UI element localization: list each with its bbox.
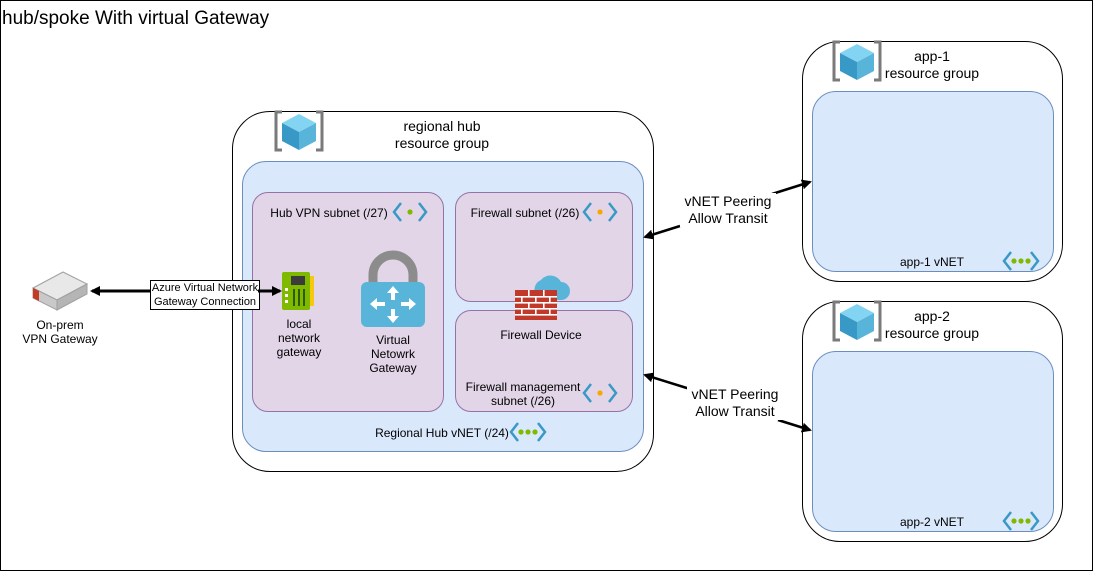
subnet-icon: [582, 383, 618, 403]
diagram-title: hub/spoke With virtual Gateway: [2, 8, 270, 29]
hub-vpn-subnet-label: Hub VPN subnet (/27): [270, 206, 388, 220]
connection-line2: Gateway Connection: [153, 296, 257, 308]
hub-rg-label: regional hub resource group: [372, 118, 512, 152]
vnet-icon: [1002, 511, 1040, 531]
app1-rg-line2: resource group: [884, 65, 980, 81]
firewall-icon: [515, 275, 570, 320]
vgw-line3: Gateway: [369, 361, 417, 375]
onprem-line2: VPN Gateway: [22, 332, 98, 346]
app1-rg-label: app-1 resource group: [872, 48, 992, 82]
hub-firewall-subnet: [455, 192, 633, 302]
peering1-label: vNET Peering Allow Transit: [680, 193, 776, 227]
peering2-label: vNET Peering Allow Transit: [687, 386, 783, 420]
subnet-icon: [582, 202, 618, 222]
hub-rg-label-line1: regional hub: [403, 118, 481, 134]
subnet-icon: [392, 202, 428, 222]
peering1-line2: Allow Transit: [688, 210, 768, 226]
fw-mgmt-line1: Firewall management: [465, 380, 581, 394]
resource-group-icon: [832, 300, 882, 342]
vnet-icon: [1002, 251, 1040, 271]
vgw-line2: Netowrk: [370, 347, 415, 361]
local-network-gateway-label: local network gateway: [264, 317, 334, 359]
firewall-subnet-label: Firewall subnet (/26): [470, 206, 580, 220]
peering1-line1: vNET Peering: [684, 193, 772, 209]
connection-line1: Azure Virtual Network: [151, 282, 259, 294]
local-network-gateway-icon: [282, 272, 314, 310]
app1-vnet: [812, 91, 1054, 272]
app2-vnet-label: app-2 vNET: [899, 515, 965, 529]
app2-vnet: [812, 351, 1054, 532]
app2-rg-line2: resource group: [884, 325, 980, 341]
hub-firewall-mgmt-subnet: [455, 310, 633, 412]
peering2-line1: vNET Peering: [691, 386, 779, 402]
vgw-line1: Virtual: [376, 333, 410, 347]
peering2-line2: Allow Transit: [695, 403, 775, 419]
firewall-device-label: Firewall Device: [500, 328, 582, 342]
onprem-line1: On-prem: [36, 318, 84, 332]
gateway-connection-label: Azure Virtual Network Gateway Connection: [150, 280, 260, 310]
app1-rg-line1: app-1: [914, 48, 950, 64]
virtual-network-gateway-label: Virtual Netowrk Gateway: [358, 333, 428, 375]
app2-rg-line1: app-2: [914, 308, 950, 324]
local-gw-line3: gateway: [276, 345, 322, 359]
local-gw-line1: local: [286, 317, 312, 331]
onprem-gateway-label: On-prem VPN Gateway: [14, 318, 106, 346]
fw-mgmt-line2: subnet (/26): [490, 394, 556, 408]
resource-group-icon: [274, 110, 324, 152]
vpn-gateway-icon: [361, 250, 425, 327]
app2-rg-label: app-2 resource group: [872, 308, 992, 342]
router-icon: [31, 271, 89, 311]
app1-vnet-label: app-1 vNET: [899, 255, 965, 269]
resource-group-icon: [832, 40, 882, 82]
hub-vnet-label: Regional Hub vNET (/24): [375, 426, 509, 440]
vnet-icon: [509, 422, 547, 442]
hub-rg-label-line2: resource group: [394, 135, 490, 151]
firewall-mgmt-subnet-label: Firewall management subnet (/26): [458, 380, 588, 408]
local-gw-line2: network: [277, 331, 321, 345]
